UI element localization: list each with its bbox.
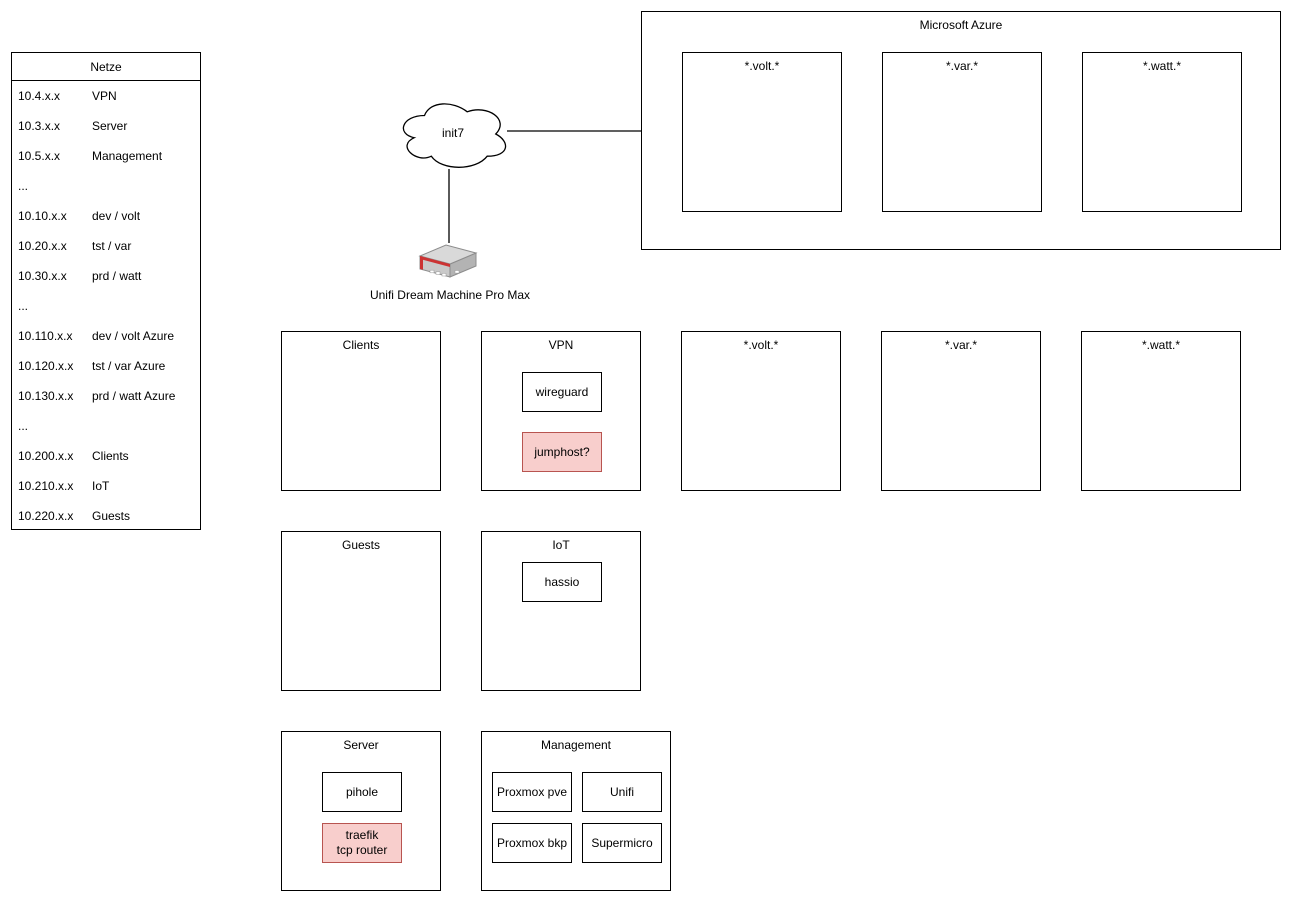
table-cell-name: dev / volt <box>92 209 141 223</box>
table-cell-ip: 10.10.x.x <box>18 209 67 223</box>
azure-env-box-var: *.var.* <box>882 52 1042 212</box>
node-proxmox-bkp: Proxmox bkp <box>492 823 572 863</box>
network-box-server: Server pihole traefik tcp router <box>281 731 441 891</box>
table-cell-ip: 10.20.x.x <box>18 239 67 253</box>
table-row: ... <box>12 291 200 321</box>
node-supermicro: Supermicro <box>582 823 662 863</box>
table-cell-name: Clients <box>92 449 129 463</box>
node-jumphost: jumphost? <box>522 432 602 472</box>
table-row: 10.30.x.x prd / watt <box>12 261 200 291</box>
table-cell-name <box>92 171 200 201</box>
network-box-management: Management Proxmox pve Unifi Proxmox bkp… <box>481 731 671 891</box>
router-icon <box>418 244 478 278</box>
azure-env-box-watt: *.watt.* <box>1082 52 1242 212</box>
netze-table: Netze 10.4.x.x VPN 10.3.x.x Server 10.5.x.… <box>11 52 201 530</box>
network-management-title: Management <box>540 738 612 752</box>
table-cell-name <box>92 291 200 321</box>
table-cell-ip: 10.4.x.x <box>18 89 61 103</box>
table-cell-name: tst / var <box>92 239 132 253</box>
table-row: ... <box>12 171 200 201</box>
table-row: 10.3.x.x Server <box>12 111 200 141</box>
table-row: 10.10.x.x dev / volt <box>12 201 200 231</box>
router-label: Unifi Dream Machine Pro Max <box>369 288 531 302</box>
table-cell-ip: 10.120.x.x <box>18 359 74 373</box>
network-guests-title: Guests <box>341 538 380 552</box>
table-row: 10.110.x.x dev / volt Azure <box>12 321 200 351</box>
table-cell-name: VPN <box>92 89 117 103</box>
table-row: 10.5.x.x Management <box>12 141 200 171</box>
node-unifi: Unifi <box>582 772 662 812</box>
table-row: 10.210.x.x IoT <box>12 471 200 501</box>
network-watt-title: *.watt.* <box>1141 338 1180 352</box>
table-cell-ip: 10.30.x.x <box>18 269 67 283</box>
network-var-title: *.var.* <box>944 338 977 352</box>
table-cell-name: prd / watt Azure <box>92 389 176 403</box>
table-row: 10.220.x.x Guests <box>12 501 200 531</box>
table-cell-name: tst / var Azure <box>92 359 166 373</box>
network-box-watt: *.watt.* <box>1081 331 1241 491</box>
network-box-var: *.var.* <box>881 331 1041 491</box>
network-clients-title: Clients <box>342 338 380 352</box>
network-box-vpn: VPN wireguard jumphost? <box>481 331 641 491</box>
network-volt-title: *.volt.* <box>743 338 779 352</box>
table-row: 10.20.x.x tst / var <box>12 231 200 261</box>
table-cell-ip: 10.110.x.x <box>18 329 73 343</box>
table-row: ... <box>12 411 200 441</box>
table-cell-ip: 10.220.x.x <box>18 509 74 523</box>
azure-group: Microsoft Azure *.volt.* *.var.* *.watt.… <box>641 11 1281 250</box>
azure-env-box-volt: *.volt.* <box>682 52 842 212</box>
node-proxmox-pve: Proxmox pve <box>492 772 572 812</box>
node-wireguard: wireguard <box>522 372 602 412</box>
table-cell-ip: 10.130.x.x <box>18 389 74 403</box>
azure-group-title: Microsoft Azure <box>919 18 1003 32</box>
table-cell-ip: 10.5.x.x <box>18 149 61 163</box>
azure-env-volt-label: *.volt.* <box>744 59 780 73</box>
network-box-iot: IoT hassio <box>481 531 641 691</box>
table-cell-name: Guests <box>92 509 131 523</box>
table-row: 10.4.x.x VPN <box>12 81 200 111</box>
netze-table-title: Netze <box>12 53 200 81</box>
table-cell-name <box>92 411 200 441</box>
table-cell-name: Server <box>92 119 128 133</box>
table-cell-name: dev / volt Azure <box>92 329 175 343</box>
network-box-clients: Clients <box>281 331 441 491</box>
network-server-title: Server <box>343 738 379 752</box>
table-row: 10.200.x.x Clients <box>12 441 200 471</box>
table-cell-ip: ... <box>18 419 29 433</box>
node-pihole: pihole <box>322 772 402 812</box>
table-cell-ip: 10.210.x.x <box>18 479 74 493</box>
table-cell-ip: ... <box>18 299 29 313</box>
node-hassio: hassio <box>522 562 602 602</box>
node-traefik: traefik tcp router <box>322 823 402 863</box>
table-cell-ip: ... <box>18 179 29 193</box>
table-cell-name: IoT <box>92 479 110 493</box>
azure-env-watt-label: *.watt.* <box>1142 59 1181 73</box>
network-box-volt: *.volt.* <box>681 331 841 491</box>
table-cell-ip: 10.3.x.x <box>18 119 61 133</box>
network-vpn-title: VPN <box>548 338 574 352</box>
table-cell-name: prd / watt <box>92 269 142 283</box>
isp-label: init7 <box>441 126 464 140</box>
azure-env-var-label: *.var.* <box>945 59 978 73</box>
table-cell-ip: 10.200.x.x <box>18 449 74 463</box>
table-row: 10.120.x.x tst / var Azure <box>12 351 200 381</box>
network-iot-title: IoT <box>552 538 570 552</box>
table-row: 10.130.x.x prd / watt Azure <box>12 381 200 411</box>
table-cell-name: Management <box>92 149 163 163</box>
network-box-guests: Guests <box>281 531 441 691</box>
